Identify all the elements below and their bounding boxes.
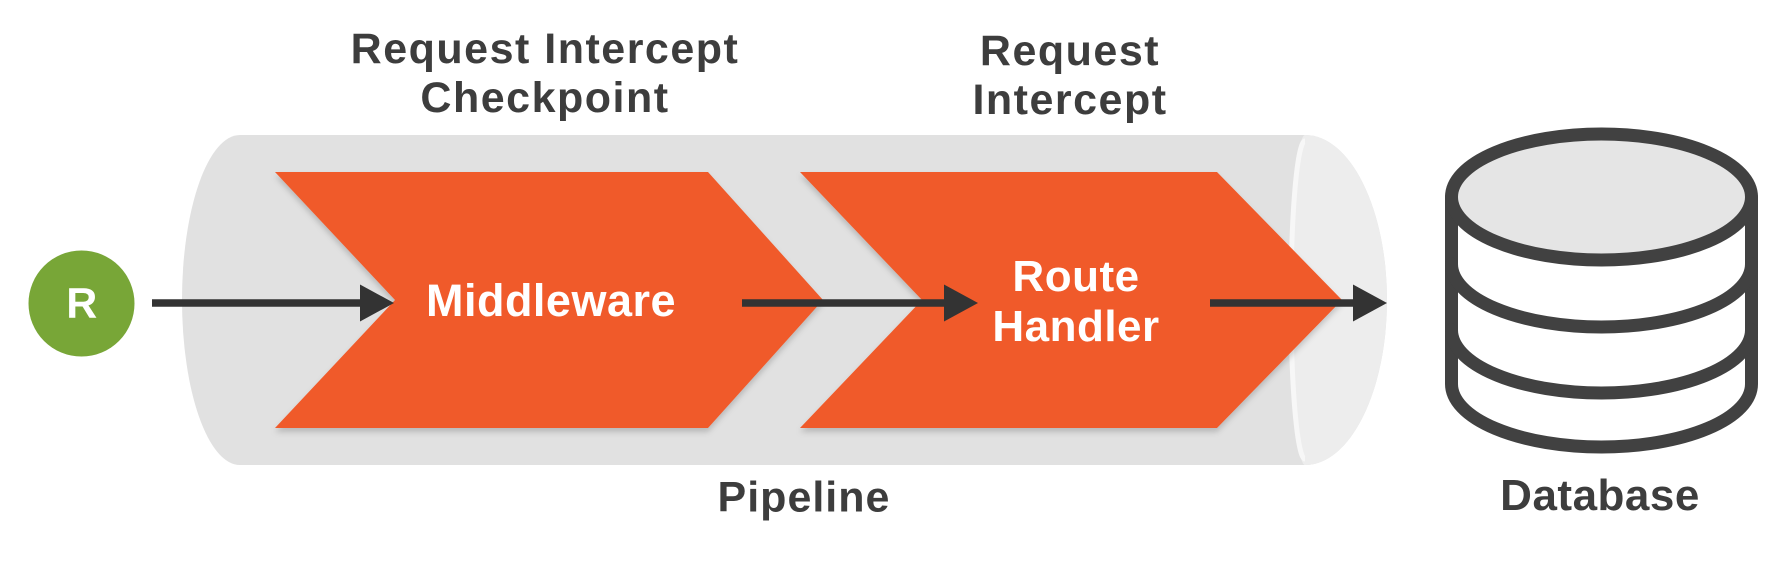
database-icon: [1445, 127, 1758, 454]
database-band-lower: [1445, 323, 1758, 400]
request-circle: [28, 250, 135, 357]
route-handler-chevron: [800, 172, 1342, 428]
middleware-chevron: [275, 172, 823, 428]
arrow-route-handler-to-database: [1210, 284, 1387, 322]
arrow-middleware-to-route-handler: [742, 284, 978, 322]
arrow-request-to-middleware: [152, 284, 394, 322]
database-band-upper: [1445, 257, 1758, 334]
database-top-ellipse: [1445, 127, 1758, 267]
